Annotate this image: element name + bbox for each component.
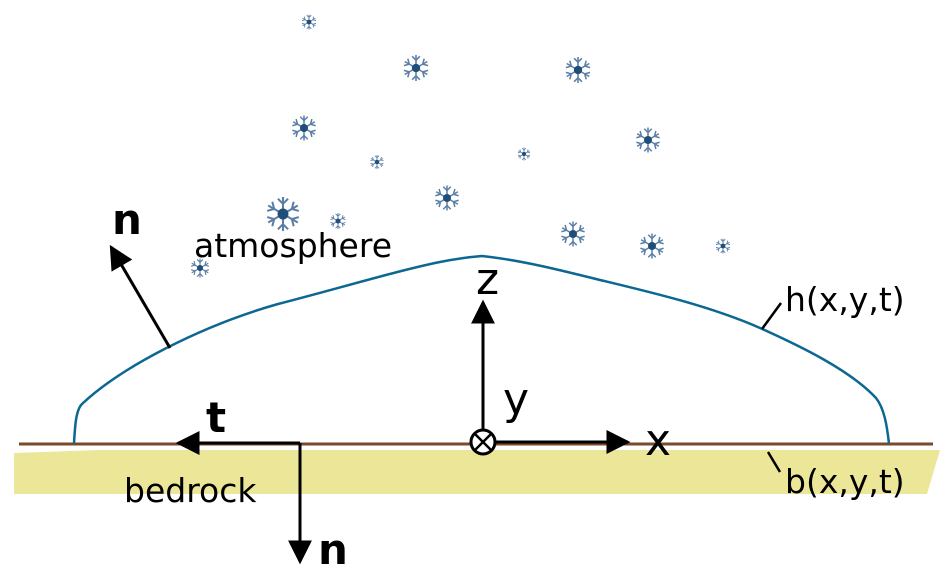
circle-cross-icon bbox=[469, 428, 497, 456]
snowflake-icon bbox=[565, 56, 591, 84]
snowflake-icon bbox=[301, 14, 317, 30]
bed-label-leader bbox=[766, 451, 782, 473]
bed-tangent-label: t bbox=[206, 393, 226, 442]
snowflake-icon bbox=[403, 54, 429, 82]
snowflake-icon bbox=[635, 126, 661, 154]
bedrock-label: bedrock bbox=[124, 471, 257, 510]
snowflake-icon bbox=[291, 114, 317, 142]
snowflake-icon bbox=[370, 154, 384, 170]
ice-surface-curve bbox=[72, 254, 891, 445]
snowflake-icon bbox=[560, 220, 586, 248]
bedrock-layer bbox=[14, 450, 940, 494]
z-axis-label: z bbox=[476, 254, 499, 305]
bed-function-label: b(x,y,t) bbox=[785, 462, 905, 501]
x-axis-label: x bbox=[645, 415, 671, 466]
atmosphere-label: atmosphere bbox=[194, 226, 392, 265]
surface-function-label: h(x,y,t) bbox=[785, 280, 905, 319]
surface-normal-arrow bbox=[109, 244, 172, 349]
surface-label-leader bbox=[760, 302, 783, 330]
y-axis-label: y bbox=[503, 374, 529, 425]
snowflake-icon bbox=[434, 184, 460, 212]
snowflake-icon bbox=[715, 238, 731, 254]
bed-normal-label: n bbox=[318, 525, 348, 574]
surface-normal-label: n bbox=[112, 195, 142, 244]
snowflake-icon bbox=[517, 147, 531, 161]
snowflake-icon bbox=[639, 232, 665, 260]
